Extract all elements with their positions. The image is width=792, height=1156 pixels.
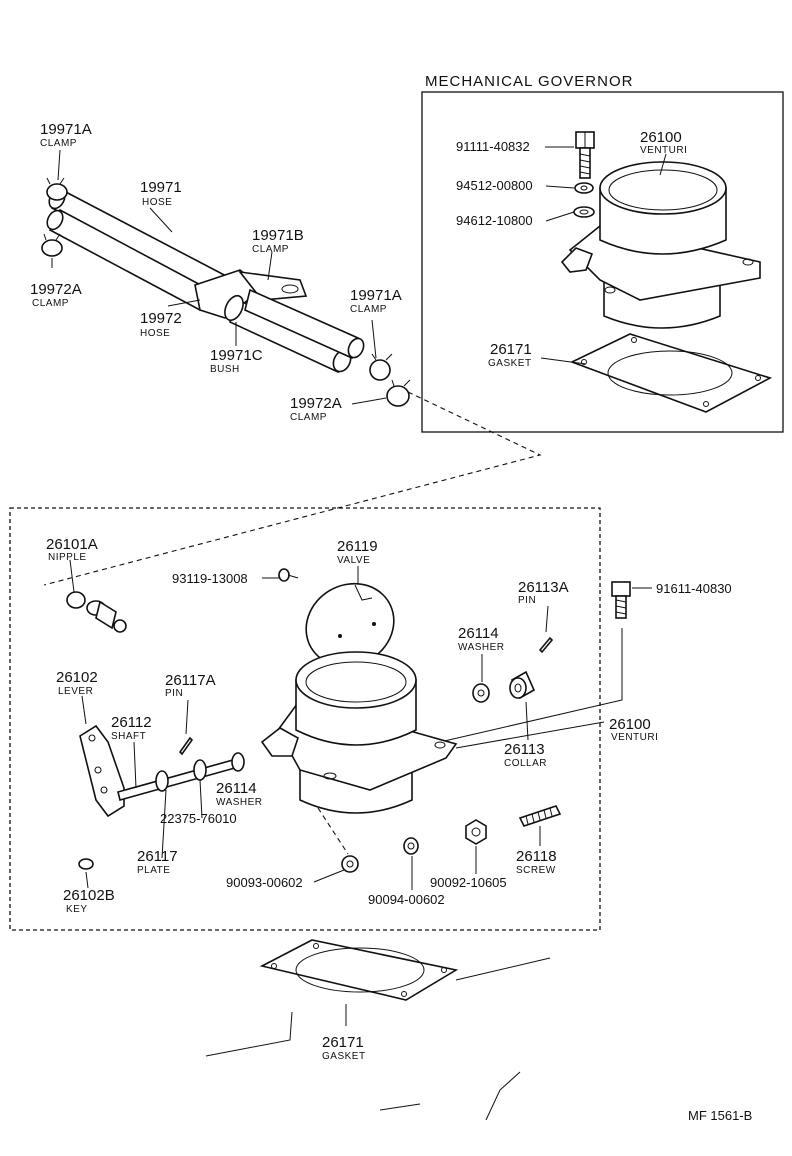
label-90094: 90094-00602: [368, 892, 445, 907]
label-26118-name: SCREW: [516, 865, 556, 876]
label-94612: 94612-10800: [456, 213, 533, 228]
label-93119: 93119-13008: [172, 571, 248, 586]
collar-26113-icon: [509, 670, 536, 700]
label-26114-right-name: WASHER: [458, 642, 505, 653]
label-22375: 22375-76010: [160, 811, 237, 826]
governor-box: [421, 91, 784, 433]
manifold-outline: [205, 957, 551, 1121]
screw-93119-icon: [278, 568, 299, 582]
label-19972a-left: 19972A: [30, 281, 82, 298]
label-26114-right: 26114: [458, 625, 499, 642]
label-26102: 26102: [56, 669, 98, 686]
label-26119: 26119: [337, 538, 378, 555]
clamp-19972a-right-icon: [386, 379, 411, 407]
pin-26117a-icon: [178, 736, 194, 756]
label-19972: 19972: [140, 310, 182, 327]
label-26171-bottom-name: GASKET: [322, 1051, 366, 1062]
connector-dashed-line: [43, 391, 542, 586]
label-26100-main: 26100: [609, 716, 651, 733]
label-26171-bottom: 26171: [322, 1034, 364, 1051]
label-26117: 26117: [137, 848, 178, 865]
washer-90094-icon: [403, 837, 419, 855]
label-91111: 91111-40832: [456, 139, 530, 154]
label-26114-left: 26114: [216, 780, 257, 797]
gasket-26171-bottom-icon: [259, 939, 459, 1001]
label-26101a: 26101A: [46, 536, 98, 553]
label-91611: 91611-40830: [656, 581, 732, 596]
label-26102b-name: KEY: [66, 904, 88, 915]
label-19971a-top: 19971A: [40, 121, 92, 138]
clamp-19972a-left-icon: [41, 233, 63, 257]
bolt-91111-icon: [575, 131, 595, 179]
clamp-19971a-right-icon: [369, 353, 393, 381]
hose-assembly: [46, 188, 365, 374]
label-26101a-name: NIPPLE: [48, 552, 87, 563]
label-19972a-right: 19972A: [290, 395, 342, 412]
label-19971a-right-name: CLAMP: [350, 304, 387, 315]
label-19971a-right: 19971A: [350, 287, 402, 304]
label-19971b-name: CLAMP: [252, 244, 289, 255]
assembly-box: [9, 507, 601, 931]
section-title: MECHANICAL GOVERNOR: [425, 73, 633, 90]
label-26102b: 26102B: [63, 887, 115, 904]
bush-19971c: [224, 294, 244, 322]
clamp-19971a-top-icon: [46, 177, 68, 201]
label-26112-name: SHAFT: [111, 731, 146, 742]
label-26119-name: VALVE: [337, 555, 370, 566]
label-90092: 90092-10605: [430, 875, 507, 890]
label-94512: 94512-00800: [456, 178, 533, 193]
venturi-26100-main-icon: [260, 651, 458, 814]
pin-26113a-icon: [538, 636, 554, 654]
screw-26118-icon: [518, 805, 562, 827]
washer-26114-right-icon: [472, 683, 490, 703]
label-19972-name: HOSE: [140, 328, 170, 339]
nut-90092-icon: [465, 819, 487, 845]
bolt-91611-icon: [611, 581, 631, 619]
label-26100-top-name: VENTURI: [640, 145, 687, 156]
washer-94612-icon: [573, 206, 595, 218]
label-19971b: 19971B: [252, 227, 304, 244]
label-26100-main-name: VENTURI: [611, 732, 658, 743]
label-19971a-top-name: CLAMP: [40, 138, 77, 149]
label-26102-name: LEVER: [58, 686, 93, 697]
label-26113a: 26113A: [518, 579, 569, 596]
label-26113a-name: PIN: [518, 595, 536, 606]
label-19971c-name: BUSH: [210, 364, 240, 375]
gasket-26171-top-icon: [569, 333, 773, 413]
label-26100-top: 26100: [640, 129, 682, 146]
footer-code: MF 1561-B: [688, 1108, 752, 1123]
label-19971c: 19971C: [210, 347, 263, 364]
label-26114-left-name: WASHER: [216, 797, 263, 808]
label-19972a-right-name: CLAMP: [290, 412, 327, 423]
shaft-26112-icon: [117, 752, 245, 801]
label-26113-name: COLLAR: [504, 758, 547, 769]
label-26113: 26113: [504, 741, 545, 758]
label-19971: 19971: [140, 179, 182, 196]
label-26118: 26118: [516, 848, 557, 865]
label-19972a-left-name: CLAMP: [32, 298, 69, 309]
label-26117a: 26117A: [165, 672, 216, 689]
label-19971-name: HOSE: [142, 197, 172, 208]
label-26171-top: 26171: [490, 341, 532, 358]
label-26171-top-name: GASKET: [488, 358, 532, 369]
key-26102b-icon: [78, 858, 94, 870]
washer-90093-icon: [341, 855, 359, 873]
venturi-26100-top-icon: [560, 161, 761, 329]
washer-94512-icon: [574, 182, 594, 194]
label-26117a-name: PIN: [165, 688, 183, 699]
label-90093: 90093-00602: [226, 875, 303, 890]
nipple-26101a-icon: [66, 591, 127, 633]
label-26112: 26112: [111, 714, 152, 731]
label-26117-name: PLATE: [137, 865, 170, 876]
